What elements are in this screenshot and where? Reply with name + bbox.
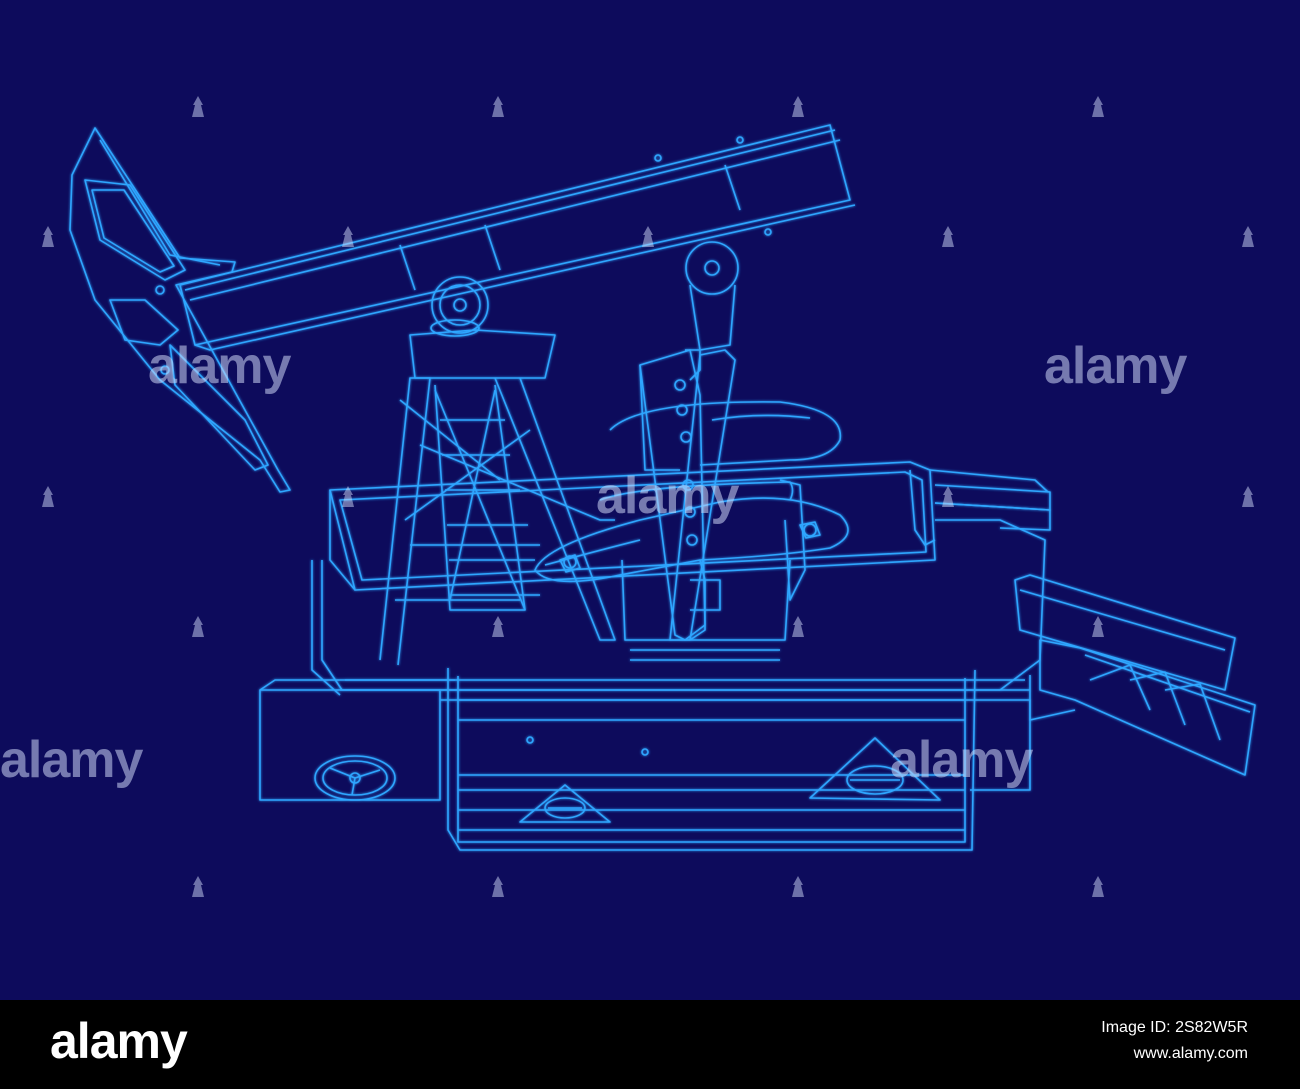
footer-bar: alamy Image ID: 2S82W5R www.alamy.com [0, 1000, 1300, 1089]
samson-post [379, 329, 616, 666]
saddle-bearing [430, 276, 489, 337]
alamy-logo: alamy [50, 1013, 188, 1069]
horse-head [69, 127, 291, 493]
base-frame [311, 461, 1051, 696]
illustration-stage: alamy alamy alamy alamy alamy [0, 0, 1300, 1000]
image-id-label: Image ID: 2S82W5R [1101, 1019, 1248, 1036]
front-skid [259, 668, 1031, 851]
crank-counterweights [534, 349, 849, 661]
pump-jack-wireframe [69, 124, 1256, 851]
motor [779, 469, 936, 601]
site-url: www.alamy.com [1133, 1045, 1248, 1062]
walking-beam [179, 124, 856, 351]
stairs [1014, 574, 1256, 776]
